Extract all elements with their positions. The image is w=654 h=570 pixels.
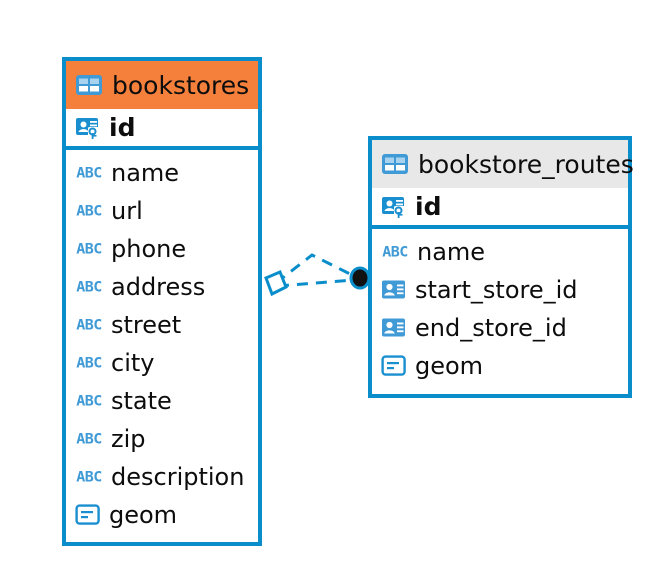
column-label: state (111, 387, 172, 415)
column-row[interactable]: ABC city (66, 344, 258, 382)
geometry-type-icon (381, 355, 407, 377)
table-icon (381, 153, 409, 175)
column-label: city (111, 349, 155, 377)
text-type-icon: ABC (76, 430, 102, 447)
column-label: id (415, 192, 442, 221)
text-type-icon: ABC (76, 164, 102, 181)
column-row[interactable]: ABC state (66, 382, 258, 420)
column-row[interactable]: ABC name (372, 233, 628, 271)
primary-key-icon (381, 194, 407, 220)
column-label: description (111, 463, 245, 491)
filled-circle-marker (349, 266, 371, 290)
column-row[interactable]: geom (372, 347, 628, 385)
entity-title: bookstore_routes (418, 149, 634, 179)
geometry-type-icon (75, 504, 101, 526)
text-type-icon: ABC (76, 392, 102, 409)
foreign-key-icon (381, 279, 407, 301)
column-row[interactable]: ABC description (66, 458, 258, 496)
foreign-key-icon (381, 317, 407, 339)
entity-bookstore-routes[interactable]: bookstore_routes id ABC (368, 136, 634, 398)
column-label: phone (111, 235, 187, 263)
column-label: start_store_id (415, 276, 578, 304)
text-type-icon: ABC (76, 354, 102, 371)
column-row[interactable]: ABC zip (66, 420, 258, 458)
diamond-marker (264, 270, 288, 297)
column-label: street (111, 311, 182, 339)
column-list-bookstore-routes: ABC name start_store_id (372, 229, 628, 391)
relationship-line-upper (275, 253, 357, 285)
column-list-bookstores: ABC name ABC url ABC phone ABC address A… (66, 150, 258, 540)
column-row[interactable]: ABC phone (66, 230, 258, 268)
text-type-icon: ABC (76, 316, 102, 333)
text-type-icon: ABC (382, 243, 408, 260)
column-label: geom (415, 352, 484, 380)
column-label: end_store_id (415, 314, 567, 342)
column-row[interactable]: ABC address (66, 268, 258, 306)
entity-header-bookstores[interactable]: bookstores (66, 61, 258, 109)
entity-header-bookstore-routes[interactable]: bookstore_routes (372, 140, 634, 188)
column-row[interactable]: ABC name (66, 154, 258, 192)
column-row[interactable]: start_store_id (372, 271, 628, 309)
text-type-icon: ABC (76, 468, 102, 485)
text-type-icon: ABC (76, 240, 102, 257)
column-label: address (111, 273, 206, 301)
primary-key-row[interactable]: id (372, 188, 628, 229)
column-label: url (111, 197, 143, 225)
text-type-icon: ABC (76, 278, 102, 295)
primary-key-icon (75, 115, 101, 141)
column-label: id (109, 113, 136, 142)
primary-key-row[interactable]: id (66, 109, 258, 150)
column-row[interactable]: geom (66, 496, 258, 534)
column-label: name (417, 238, 486, 266)
entity-bookstores[interactable]: bookstores id ABC (62, 57, 262, 546)
column-row[interactable]: end_store_id (372, 309, 628, 347)
table-icon (75, 74, 103, 96)
text-type-icon: ABC (76, 202, 102, 219)
relationship-line-lower (277, 278, 355, 288)
column-label: name (111, 159, 180, 187)
column-row[interactable]: ABC street (66, 306, 258, 344)
column-row[interactable]: ABC url (66, 192, 258, 230)
column-label: geom (109, 501, 178, 529)
column-label: zip (111, 425, 146, 453)
entity-title: bookstores (112, 70, 250, 100)
